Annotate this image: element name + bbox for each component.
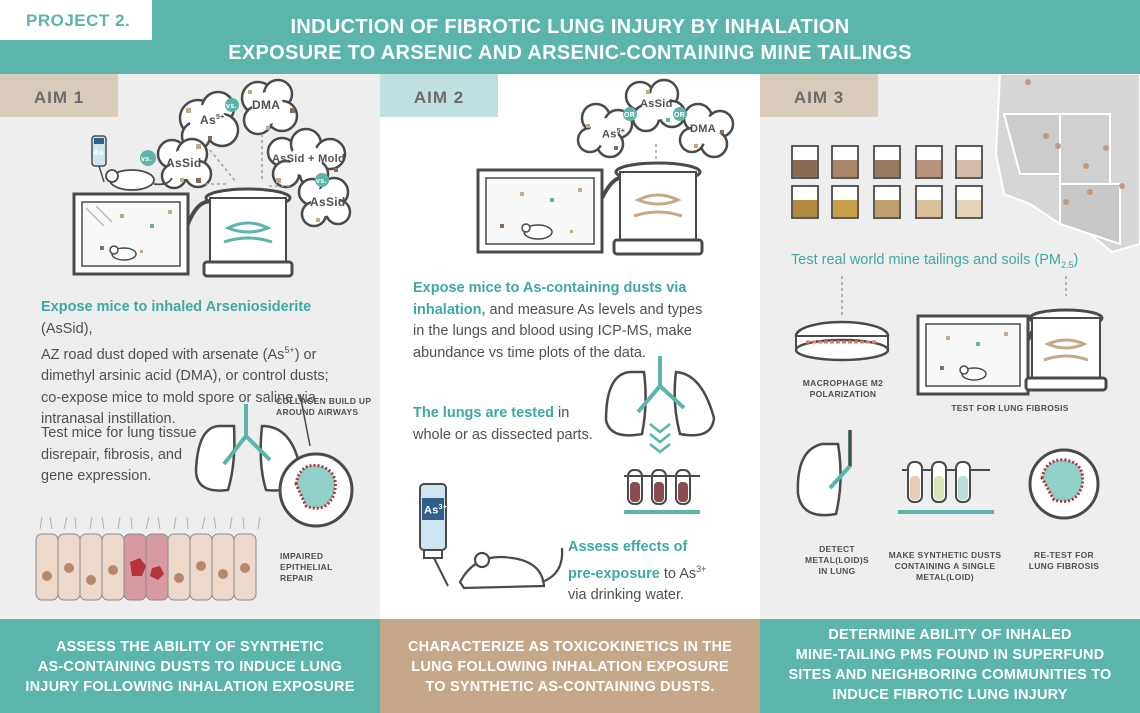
synthetic-dust-tubes <box>898 461 994 514</box>
test-tubes-aim2 <box>624 469 700 514</box>
aim1-test-description: Test mice for lung tissue disrepair, fib… <box>41 425 197 484</box>
assid-bubble <box>156 137 213 190</box>
dma-bubble-label: DMA <box>252 98 281 112</box>
exposure-chamber-aim2 <box>476 168 604 254</box>
aim1-description: Expose mice to inhaled Arseniosiderite (… <box>41 299 329 428</box>
bottle-label-aim2: As3+ <box>424 504 448 517</box>
dma-bubble <box>240 78 299 136</box>
aim2-illustration <box>419 78 735 590</box>
assid-bubble-aim2 <box>624 78 687 133</box>
or-circle-2 <box>673 107 687 121</box>
project-label: PROJECT 2. <box>0 0 152 40</box>
dma-bubble-label-aim2: DMA <box>690 123 716 135</box>
epithelial-cells <box>35 516 261 601</box>
as5-bubble-label-aim2: As5+ <box>602 128 626 141</box>
aim2-panel: AIM 2 <box>380 74 760 619</box>
dust-particles <box>180 90 338 222</box>
vs-circle-2 <box>140 150 156 166</box>
cylinder-aim2 <box>612 161 704 256</box>
page-title: INDUCTION OF FIBROTIC LUNG INJURY BY INH… <box>150 14 990 66</box>
dust-particles-aim2 <box>586 90 724 150</box>
aim3-panel: AIM 3 <box>760 74 1140 619</box>
as5-bubble-label: As5+ <box>200 113 225 127</box>
aim2-description: Expose mice to As-containing dusts via i… <box>413 280 703 361</box>
collagen-magnifier <box>278 393 354 528</box>
aim3-illustration <box>791 74 1140 520</box>
or-label-2: OR <box>674 112 686 119</box>
lungs-aim2 <box>604 356 716 437</box>
lung-fibrosis-test-label: TEST FOR LUNG FIBROSIS <box>951 403 1069 413</box>
us-map <box>994 74 1140 254</box>
vs-circle-1 <box>225 98 239 112</box>
title-line-1: INDUCTION OF FIBROTIC LUNG INJURY BY INH… <box>290 16 850 38</box>
aim1-arrows <box>205 134 290 187</box>
aim3-arrows <box>841 276 1067 318</box>
aim3-tab: AIM 3 <box>760 74 878 117</box>
cylinder-aim3 <box>1024 308 1108 392</box>
retest-circle <box>1028 448 1100 520</box>
assid-bubble-2-label: AsSid <box>310 195 346 209</box>
cylinder-aim1 <box>202 187 294 278</box>
aim2-lung-test-description: The lungs are tested in whole or as diss… <box>413 405 593 443</box>
title-line-2: EXPOSURE TO ARSENIC AND ARSENIC-CONTAINI… <box>228 42 912 64</box>
as3-bottle-label: As <box>93 148 104 157</box>
mouse-aim2 <box>458 547 564 590</box>
aim2-tab: AIM 2 <box>380 74 498 117</box>
exposure-chamber-aim3 <box>916 314 1030 396</box>
petri-dish <box>794 320 890 362</box>
aim1-illustration <box>35 78 354 601</box>
vs-circle-3 <box>315 173 329 187</box>
header-banner: PROJECT 2. INDUCTION OF FIBROTIC LUNG IN… <box>0 0 1140 74</box>
vs-label-3: vs. <box>316 178 327 185</box>
or-label-1: OR <box>624 112 636 119</box>
vs-label-2: vs. <box>141 156 152 163</box>
exposure-chamber-aim1 <box>72 192 190 276</box>
beakers <box>791 145 983 219</box>
as3-bottle-small <box>91 135 107 183</box>
vs-label-1: vs. <box>226 103 237 110</box>
down-chevrons <box>649 423 671 454</box>
aim1-panel: AIM 1 <box>0 74 380 619</box>
aim3-test-text: Test real world mine tailings and soils … <box>791 252 1079 270</box>
aim2-preexposure-description: Assess effects of pre-exposure to As3+ v… <box>568 539 707 603</box>
or-circle-1 <box>623 107 637 121</box>
lungs-aim1 <box>194 404 302 492</box>
water-bottle-aim2 <box>419 483 449 587</box>
assid-bubble-label-aim2: AsSid <box>640 98 673 110</box>
assid-bubble-label: AsSid <box>166 156 202 170</box>
mouse-small <box>105 169 173 191</box>
aim1-tab: AIM 1 <box>0 74 118 117</box>
as5-bubble-aim2 <box>576 102 634 159</box>
assid-mold-bubble-label: AsSid + Mold <box>272 153 345 165</box>
single-lung <box>796 430 852 517</box>
